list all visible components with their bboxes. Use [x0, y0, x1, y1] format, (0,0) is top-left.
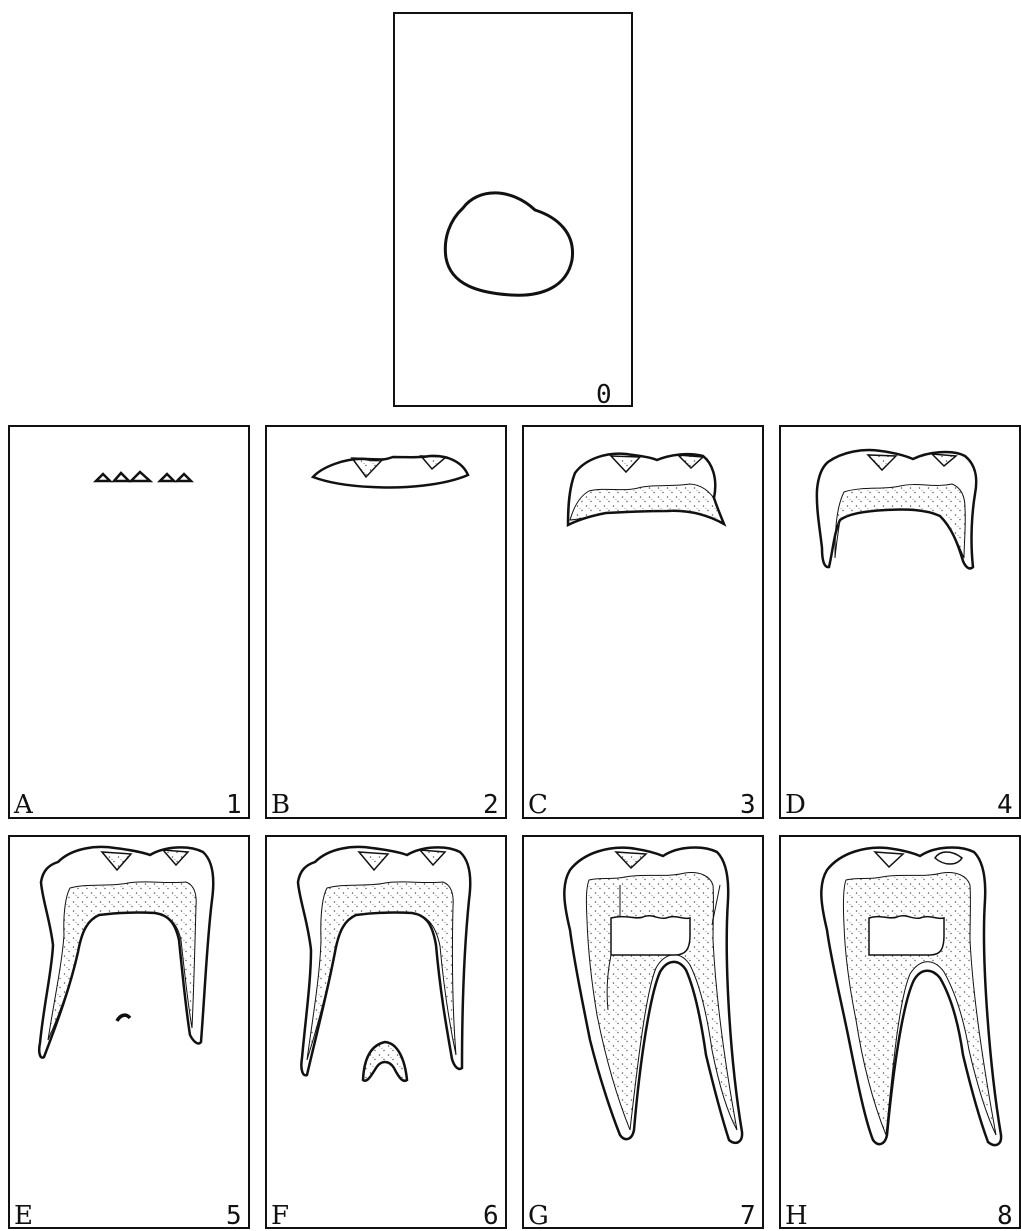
crown-forming-drawing: [568, 454, 724, 525]
panel-e-letter: E: [14, 1201, 33, 1231]
panel-a-frame: [9, 426, 249, 818]
panel-h-letter: H: [785, 1201, 808, 1231]
panel-g-letter: G: [528, 1201, 549, 1231]
panel-e-number: 5: [226, 1201, 242, 1231]
complete-tooth-drawing: [821, 847, 1001, 1145]
panel-0-frame: [394, 13, 632, 406]
panel-c-letter: C: [528, 790, 548, 820]
root-formation-drawing: [39, 847, 213, 1058]
enamel-cap-drawing: [313, 456, 468, 488]
panel-b-number: 2: [483, 790, 499, 820]
cusp-tips-drawing: [96, 472, 191, 481]
panel-h-number: 8: [997, 1201, 1013, 1231]
panel-f-number: 6: [483, 1201, 499, 1231]
panel-c-frame: [523, 426, 763, 818]
panel-a-number: 1: [226, 790, 242, 820]
panel-d-number: 4: [997, 790, 1013, 820]
panel-c-number: 3: [740, 790, 756, 820]
furcation-drawing: [298, 847, 470, 1081]
panel-b-letter: B: [271, 790, 290, 820]
panel-d-frame: [780, 426, 1020, 818]
panel-0-number: 0: [596, 380, 612, 410]
panel-d-letter: D: [785, 790, 806, 820]
crown-complete-drawing: [817, 450, 976, 568]
root-elongation-drawing: [564, 847, 742, 1142]
panel-g-number: 7: [740, 1201, 756, 1231]
panel-b-frame: [266, 426, 506, 818]
panel-a-letter: A: [13, 790, 34, 820]
tooth-germ-drawing: [445, 193, 572, 295]
panel-f-letter: F: [271, 1201, 289, 1231]
